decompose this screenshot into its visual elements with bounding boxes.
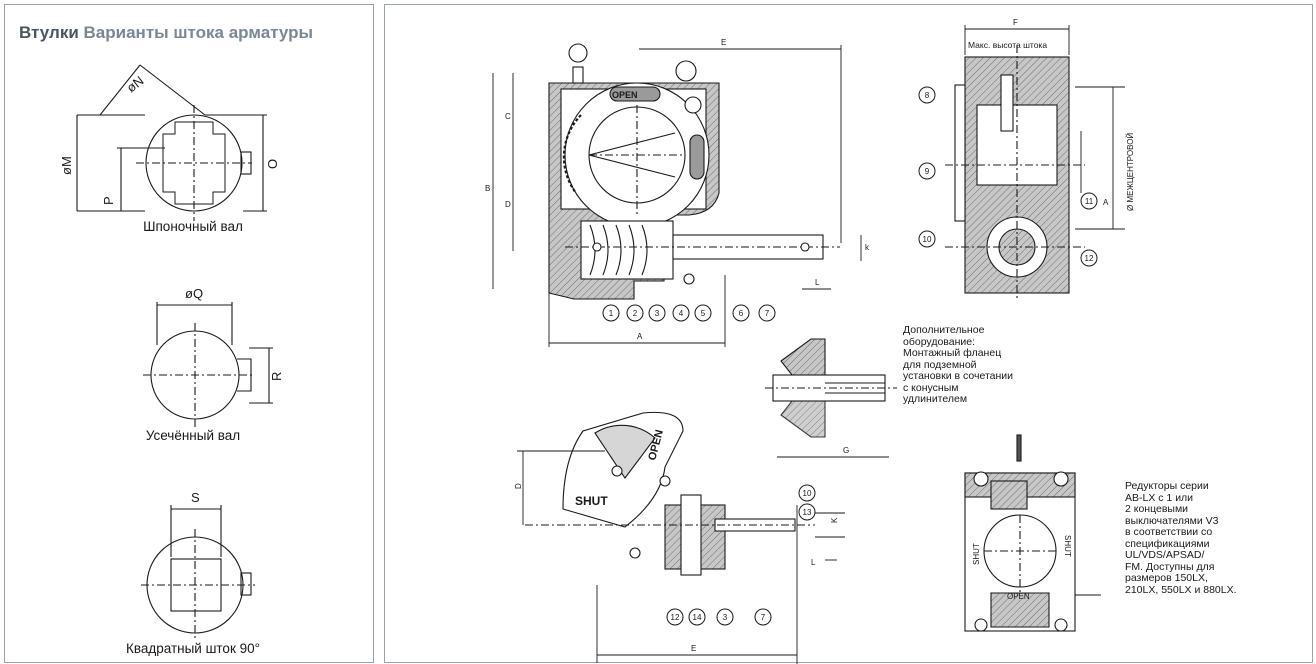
callout-9: 9 [918,162,936,180]
callout-8: 8 [918,86,936,104]
panel-title: Втулки Варианты штока арматуры [19,23,313,43]
dim-e-main: E [721,38,726,47]
gearbox-drawings-panel: OPEN E B C D A k L 1 2 3 4 [384,4,1313,664]
dim-l-main: L [815,278,820,287]
limit-switch-gearbox [964,434,1101,632]
dim-k-detail: K [830,517,839,523]
dim-f: F [1013,18,1018,27]
dim-d-detail: D [514,483,523,489]
callout-14-detail: 14 [688,608,706,626]
flange-note: Дополнительное оборудование: Монтажный ф… [903,324,1013,405]
dim-e-detail: E [691,644,696,653]
label-o: O [265,159,280,169]
center-distance-label: Ø МЕЖЦЕНТРОВОЙ [1126,133,1135,211]
dim-c-main: C [505,112,511,121]
square-stem-drawing [141,505,255,641]
detail-shut-text: SHUT [575,494,608,508]
ls-open-text: OPEN [1007,592,1030,601]
keyed-shaft-caption: Шпоночный вал [143,219,243,234]
svg-text:1: 1 [609,309,614,318]
callout-12: 12 [1080,249,1098,267]
dim-a-side: A [1103,198,1109,207]
open-indicator-text: OPEN [612,90,638,100]
callout-2: 2 [626,304,644,322]
svg-text:10: 10 [803,489,812,498]
callout-6: 6 [732,304,750,322]
svg-text:12: 12 [1085,254,1094,263]
main-callouts: 1 2 3 4 5 6 7 [602,304,776,322]
svg-text:7: 7 [765,309,770,318]
svg-text:4: 4 [679,309,684,318]
detail-callouts: 10 13 12 14 3 7 [666,484,816,626]
svg-text:5: 5 [701,309,706,318]
stem-options-panel: Втулки Варианты штока арматуры [4,4,374,663]
max-stem-height-label: Макс. высота штока [968,40,1047,50]
callout-1: 1 [602,304,620,322]
side-dimension-lines [964,25,1125,230]
svg-text:3: 3 [723,613,728,622]
gearbox-side-view [945,45,1085,301]
callout-7: 7 [758,304,776,322]
callout-11: 11 [1080,192,1098,210]
flange-drawing [765,338,897,458]
dim-k-main: k [865,243,870,252]
svg-text:3: 3 [655,309,660,318]
svg-text:11: 11 [1085,197,1094,206]
label-s: S [191,490,200,505]
ls-shut-right: SHUT [1063,535,1072,557]
main-dimension-lines [492,45,862,347]
dim-g: G [843,446,849,455]
callout-3: 3 [648,304,666,322]
detail-dimension-lines [517,450,845,664]
svg-text:9: 9 [925,167,930,176]
svg-text:13: 13 [803,508,812,517]
gearbox-drawings: OPEN E B C D A k L 1 2 3 4 [485,18,1135,664]
label-r: R [269,372,284,381]
svg-text:14: 14 [693,613,702,622]
callout-10: 10 [918,230,936,248]
actuator-detail-view [525,411,815,576]
callout-7-detail: 7 [754,608,772,626]
callout-10-detail: 10 [798,484,816,502]
limit-switch-note: Редукторы серии AB-LX с 1 или 2 концевым… [1125,480,1237,596]
callout-4: 4 [672,304,690,322]
stem-drawings: øN øM O P øQ R S [59,64,284,641]
dim-d-main: D [505,200,511,209]
svg-text:7: 7 [761,613,766,622]
label-p: P [101,196,116,205]
truncated-shaft-drawing [143,302,273,427]
callout-12-detail: 12 [666,608,684,626]
dim-b-main: B [485,184,490,193]
svg-text:10: 10 [923,235,932,244]
ls-shut-left: SHUT [972,543,981,565]
label-q: øQ [185,286,203,301]
side-callouts: 8 9 10 11 12 [918,86,1098,267]
label-m: øM [59,156,74,175]
square-stem-caption: Квадратный шток 90° [125,641,261,656]
svg-text:6: 6 [739,309,744,318]
label-n: øN [124,73,147,95]
truncated-shaft-caption: Усечённый вал [145,428,241,443]
title-stem-variants: Варианты штока арматуры [83,23,314,42]
svg-text:12: 12 [671,613,680,622]
title-bushings: Втулки [19,23,79,42]
dim-l-detail: L [811,558,816,567]
callout-3-detail: 3 [716,608,734,626]
svg-text:2: 2 [633,309,638,318]
svg-text:8: 8 [925,91,930,100]
callout-13-detail: 13 [798,503,816,521]
callout-5: 5 [694,304,712,322]
dim-a-main: A [637,332,643,341]
gearbox-front-view [548,43,840,300]
keyed-shaft-drawing [76,64,267,221]
